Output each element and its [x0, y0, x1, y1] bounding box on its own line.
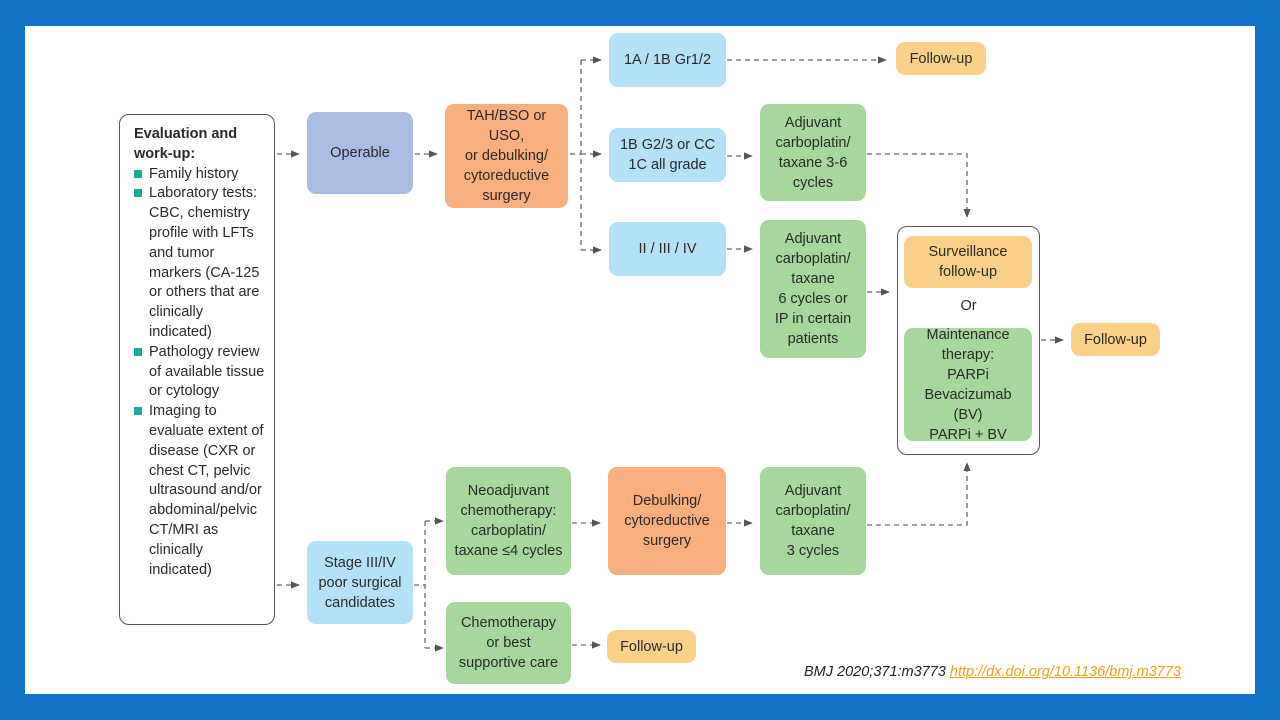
citation-link[interactable]: http://dx.doi.org/10.1136/bmj.m3773 — [949, 664, 1181, 680]
list-item: Family history — [134, 165, 266, 185]
stage-poor-node: Stage III/IV poor surgical candidates — [307, 541, 413, 624]
stage-1b-node: 1B G2/3 or CC 1C all grade — [609, 128, 726, 182]
stage-2-4-node: II / III / IV — [609, 222, 726, 276]
adjuvant-3-node: Adjuvant carboplatin/ taxane 3 cycles — [760, 467, 866, 575]
debulking-node: Debulking/ cytoreductive surgery — [608, 467, 726, 575]
citation-journal: BMJ 2020;371:m3773 — [804, 664, 946, 680]
evaluation-title: Evaluation and work-up: — [134, 126, 238, 162]
options-group — [897, 226, 1040, 455]
bullet-icon — [134, 407, 142, 416]
chemo-supportive-node: Chemotherapy or best supportive care — [446, 602, 571, 684]
adjuvant-3-6-node: Adjuvant carboplatin/ taxane 3-6 cycles — [760, 104, 866, 201]
neoadjuvant-node: Neoadjuvant chemotherapy: carboplatin/ t… — [446, 467, 571, 575]
or-label: Or — [960, 298, 977, 314]
bullet-icon — [134, 189, 142, 198]
followup-right-node: Follow-up — [1071, 323, 1160, 356]
operable-node: Operable — [307, 112, 413, 194]
followup-bottom-node: Follow-up — [607, 630, 696, 663]
list-item: Imaging to evaluate extent of disease (C… — [134, 402, 266, 580]
citation: BMJ 2020;371:m3773 http://dx.doi.org/10.… — [804, 664, 1181, 680]
adjuvant-6-node: Adjuvant carboplatin/ taxane 6 cycles or… — [760, 220, 866, 358]
bullet-icon — [134, 169, 142, 178]
maintenance-node: Maintenance therapy: PARPi Bevacizumab (… — [904, 327, 1032, 443]
stage-1a-node: 1A / 1B Gr1/2 — [609, 33, 726, 87]
list-item: Laboratory tests: CBC, chemistry profile… — [134, 184, 266, 342]
surveillance-node: Surveillance follow-up — [904, 236, 1032, 288]
surgery-node: TAH/BSO or USO, or debulking/ cytoreduct… — [445, 104, 568, 208]
evaluation-list: Family history Laboratory tests: CBC, ch… — [134, 165, 266, 581]
bullet-icon — [134, 347, 142, 356]
list-item: Pathology review of available tissue or … — [134, 343, 266, 402]
evaluation-box: Evaluation and work-up: Family history L… — [119, 114, 275, 625]
followup-top-node: Follow-up — [896, 42, 986, 75]
